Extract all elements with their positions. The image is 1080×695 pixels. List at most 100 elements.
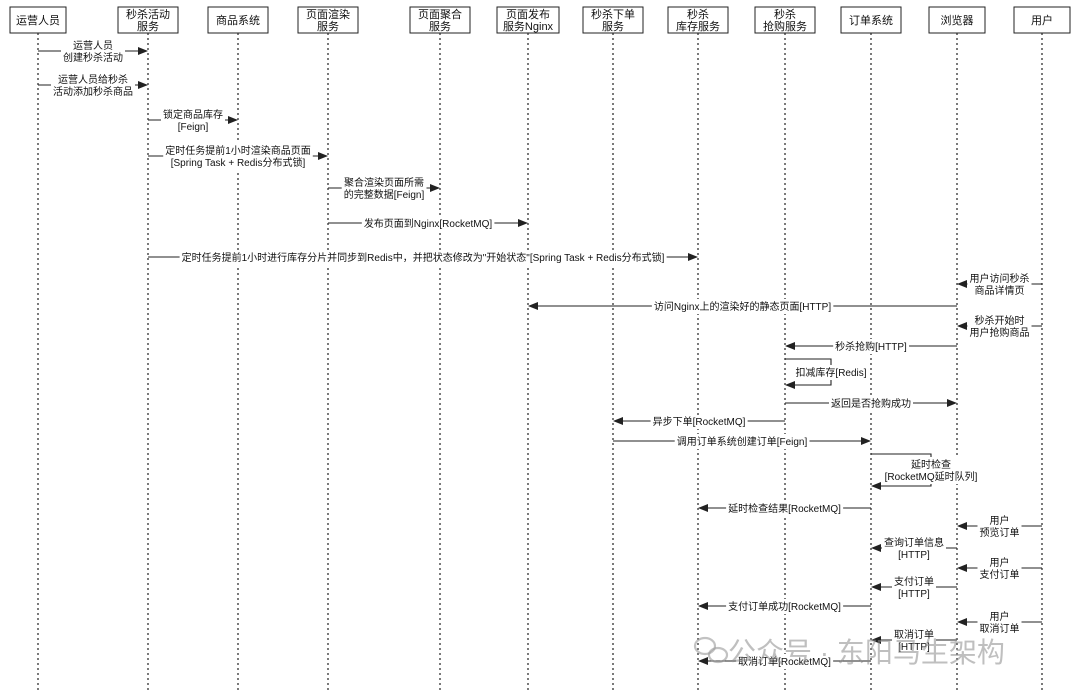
lifeline-label: 库存服务: [676, 19, 720, 33]
message-label: 预览订单: [980, 526, 1020, 539]
lifeline-head-box: [297, 6, 359, 34]
lifeline-label: 页面渲染: [306, 7, 350, 21]
message-label: 商品详情页: [975, 284, 1025, 297]
lifeline-label: 页面发布: [506, 7, 550, 21]
message-label: [RocketMQ延时队列]: [885, 470, 978, 483]
message-label-bg: [977, 513, 1022, 540]
message-label: 支付订单成功[RocketMQ]: [728, 600, 841, 613]
message-label: 扣减库存[Redis]: [795, 366, 866, 379]
lifeline-label: 秒杀: [687, 7, 709, 21]
watermark: 公众号 · 东阳马生架构: [693, 636, 1005, 668]
message: 秒杀抢购[HTTP]: [785, 339, 957, 354]
message-label-bg: [829, 396, 913, 411]
message-label: 用户: [990, 514, 1010, 527]
lifeline-label: 服务: [317, 20, 339, 33]
message-label-bg: [892, 627, 936, 654]
message-label: 延时检查结果[RocketMQ]: [728, 502, 841, 515]
message-label: 调用订单系统创建订单[Feign]: [677, 435, 808, 448]
message-label-bg: [163, 143, 313, 170]
lifeline-label: 服务: [429, 20, 451, 33]
lifeline-ops: 运营人员: [9, 6, 67, 690]
lifeline-head-box: [667, 6, 729, 34]
message-label: 支付订单: [894, 575, 934, 588]
lifeline-head-box: [207, 6, 269, 34]
message: 访问Nginx上的渲染好的静态页面[HTTP]: [528, 299, 957, 314]
lifeline-product: 商品系统: [207, 6, 269, 690]
message-label-bg: [674, 434, 810, 449]
lifeline-head-box: [1013, 6, 1071, 34]
message-label: 秒杀开始时: [975, 314, 1025, 327]
message-label-bg: [882, 457, 980, 484]
message-label-bg: [736, 654, 834, 669]
message-label-bg: [179, 250, 667, 265]
lifeline-label: 运营人员: [16, 13, 60, 27]
message-label: 延时检查: [911, 458, 951, 471]
message: 扣减库存[Redis]: [785, 358, 869, 389]
lifeline-label: 抢购服务: [763, 19, 807, 33]
lifeline-head-box: [117, 6, 179, 34]
lifeline-label: 商品系统: [216, 13, 260, 27]
message-label: 取消订单[RocketMQ]: [738, 655, 831, 668]
lifeline-head-box: [582, 6, 644, 34]
message-label: 聚合渲染页面所需: [344, 176, 424, 189]
message-label: [Spring Task + Redis分布式锁]: [171, 156, 306, 169]
lifeline-browser: 浏览器: [928, 6, 986, 690]
lifeline-label: 秒杀下单: [591, 7, 635, 21]
message-label-bg: [793, 365, 869, 380]
message-label: 用户访问秒杀: [970, 272, 1030, 285]
message-label: 异步下单[RocketMQ]: [653, 416, 746, 428]
message-label-bg: [61, 38, 125, 65]
lifelines: 运营人员秒杀活动服务商品系统页面渲染服务页面聚合服务页面发布服务Nginx秒杀下…: [9, 6, 1071, 690]
message-label: 运营人员: [73, 39, 113, 52]
lifeline-label: 用户: [1031, 13, 1053, 27]
lifeline-head-box: [928, 6, 986, 34]
lifeline-label: 秒杀活动: [126, 7, 170, 21]
lifeline-label: 浏览器: [941, 13, 974, 27]
message-label: 取消订单: [980, 622, 1020, 635]
message: 延时检查结果[RocketMQ]: [698, 501, 871, 516]
message-label-bg: [967, 313, 1032, 340]
message: 调用订单系统创建订单[Feign]: [613, 434, 871, 449]
message-label-bg: [967, 271, 1032, 298]
message-label-bg: [161, 107, 225, 134]
message-label: 支付订单: [980, 568, 1020, 581]
message: 定时任务提前1小时渲染商品页面[Spring Task + Redis分布式锁]: [148, 143, 328, 170]
lifeline-label: 秒杀: [774, 7, 796, 21]
message: 锁定商品库存[Feign]: [148, 107, 238, 134]
message-label: [HTTP]: [898, 642, 930, 653]
message-label-bg: [651, 299, 834, 314]
watermark-text: 公众号 · 东阳马生架构: [728, 637, 1005, 668]
message-label-bg: [361, 216, 495, 231]
message-label: 用户抢购商品: [970, 326, 1030, 339]
lifeline-head-box: [9, 6, 67, 34]
message: 支付订单成功[RocketMQ]: [698, 599, 871, 614]
message-label: 返回是否抢购成功: [831, 397, 911, 410]
message: 取消订单[RocketMQ]: [698, 654, 871, 669]
lifeline-label: 订单系统: [849, 14, 893, 27]
lifeline-head-box: [409, 6, 471, 34]
message-label: 创建秒杀活动: [63, 51, 123, 64]
message-label: 取消订单: [894, 628, 934, 641]
message-label: [HTTP]: [898, 589, 930, 600]
message: 返回是否抢购成功: [785, 396, 957, 411]
lifeline-label: 页面聚合: [418, 7, 462, 21]
lifeline-label: 服务: [602, 20, 624, 33]
wechat-logo-icon: [693, 636, 729, 664]
message-label: [HTTP]: [898, 550, 930, 561]
message-label: 定时任务提前1小时进行库存分片并同步到Redis中，并把状态修改为"开始状态"[…: [182, 251, 665, 264]
lifeline-head-box: [496, 6, 560, 34]
